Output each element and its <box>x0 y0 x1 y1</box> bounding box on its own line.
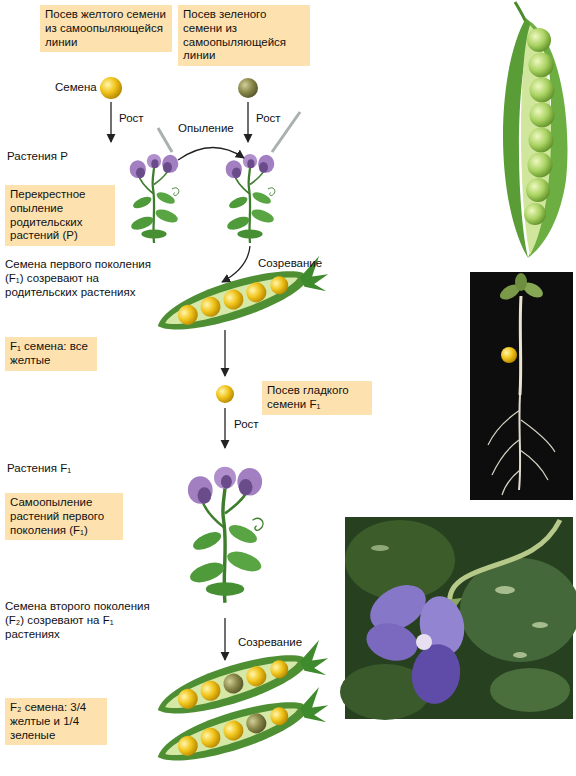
flower-stem <box>450 520 560 605</box>
maturation-arrow <box>224 618 225 660</box>
box-text: F₂ семена: 3/4 желтые и 1/4 зеленые <box>10 701 102 742</box>
yellow-seed <box>100 77 122 99</box>
seedling-root <box>519 395 520 490</box>
photo-violet <box>340 517 576 720</box>
f1-plant <box>188 467 264 603</box>
box-text: Перекрестное опыление родительских расте… <box>10 188 110 243</box>
text-box: F₂ семена: 3/4 желтые и 1/4 зеленые <box>5 698 107 745</box>
box-text: Посев гладкого семени F₁ <box>267 384 367 412</box>
flow-arrow <box>224 330 225 376</box>
seedling-root <box>488 410 520 445</box>
yellow-pea <box>176 734 200 758</box>
photo-seedling <box>470 272 573 500</box>
growth-arrow <box>110 102 111 142</box>
photo-open-pod <box>503 2 567 258</box>
caption-label: Рост <box>234 418 259 432</box>
green-pea <box>529 53 554 78</box>
text-box: F₁ семена: все желтые <box>5 337 97 371</box>
seedling-root <box>502 470 520 495</box>
box-text: Самоопыление растений первого поколения … <box>10 496 118 537</box>
yellow-pea <box>244 280 268 304</box>
yellow-pea <box>198 725 222 749</box>
seedling-root <box>492 440 519 475</box>
yellow-seed <box>216 385 234 403</box>
green-seed <box>238 78 258 98</box>
pollination-brush <box>158 128 172 152</box>
caption-label: Семена первого поколения (F₁) созревают … <box>5 258 155 299</box>
flower-petal <box>407 640 465 707</box>
seedling-leaf <box>515 273 527 291</box>
caption-label: Созревание <box>238 636 302 650</box>
caption-label: Семена <box>55 81 97 95</box>
text-box: Посев гладкого семени F₁ <box>262 381 372 415</box>
seedling-root <box>520 450 548 480</box>
pod-stalk <box>515 2 526 22</box>
text-box: Посев желтого семени из самоопыляющейся … <box>40 5 172 52</box>
pea-pod <box>151 686 333 770</box>
caption-label: Рост <box>119 112 144 126</box>
yellow-pea <box>501 347 517 363</box>
flower-petal <box>362 618 422 666</box>
yellow-pea <box>176 687 200 711</box>
green-pea <box>530 78 555 103</box>
yellow-pea <box>176 303 200 327</box>
seedling-root <box>521 420 555 452</box>
leaf-patch <box>371 545 389 551</box>
leaf-patch <box>495 586 515 594</box>
box-text: Посев желтого семени из самоопыляющейся … <box>45 8 167 49</box>
growth-arrow <box>224 408 225 448</box>
yellow-pea <box>198 294 222 318</box>
background-leaf <box>490 668 570 712</box>
leaf-patch <box>513 652 527 658</box>
photo-background <box>470 272 573 500</box>
pollination-arrow <box>178 147 244 160</box>
yellow-pea <box>244 664 268 688</box>
yellow-pea <box>268 274 290 296</box>
maturation-arrow <box>222 246 250 282</box>
caption-label: Растения F₁ <box>7 462 71 476</box>
text-box: Посев зеленого семени из самоопыляющейся… <box>178 5 310 66</box>
text-box: Самоопыление растений первого поколения … <box>5 493 123 540</box>
green-pea <box>528 153 553 178</box>
pod-shell <box>151 262 313 339</box>
caption-label: Созревание <box>258 257 322 271</box>
growth-arrow <box>247 102 248 142</box>
leaf-patch <box>532 622 548 628</box>
caption-label: Семена второго поколения (F₂) созревают … <box>5 600 163 641</box>
green-pea <box>524 203 546 225</box>
caption-label: Растения P <box>7 150 68 164</box>
flower-center <box>416 634 432 650</box>
green-pea <box>221 671 245 695</box>
parent-plant <box>225 154 275 243</box>
box-text: F₁ семена: все желтые <box>10 340 92 368</box>
green-pea <box>526 178 550 202</box>
seedling-stem <box>520 296 521 395</box>
green-pea <box>527 28 551 52</box>
yellow-pea <box>198 678 222 702</box>
green-pea <box>530 103 555 128</box>
caption-label: Опыление <box>178 122 234 136</box>
yellow-pea <box>221 287 245 311</box>
pea-pod <box>151 255 333 339</box>
caption-label: Рост <box>256 112 281 126</box>
yellow-pea <box>221 718 245 742</box>
pod-lining <box>161 272 302 330</box>
pod-shell <box>151 693 313 770</box>
box-text: Посев зеленого семени из самоопыляющейся… <box>183 8 305 63</box>
parent-plant <box>129 154 179 243</box>
yellow-pea <box>268 658 290 680</box>
pod-lining <box>161 703 302 761</box>
yellow-pea <box>268 705 290 727</box>
green-pea <box>529 128 554 153</box>
pod-calyx <box>296 686 332 728</box>
green-pea <box>244 711 268 735</box>
text-box: Перекрестное опыление родительских расте… <box>5 185 115 246</box>
